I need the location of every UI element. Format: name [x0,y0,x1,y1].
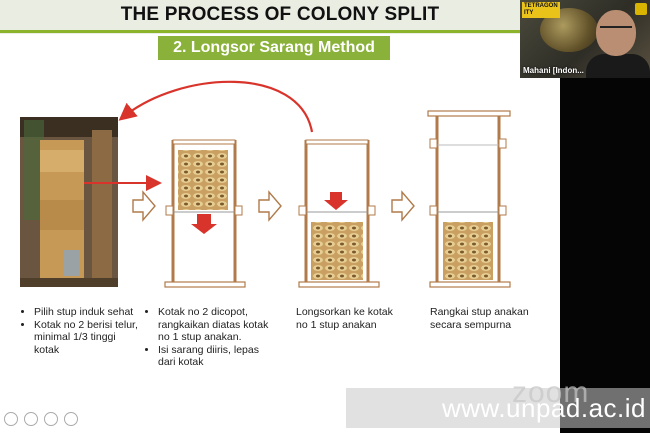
step3-hive-frame [298,139,380,288]
watermark: www.unpad.ac.id [346,388,650,428]
chevron-right-icon [258,190,282,222]
step2-hive-frame [164,139,246,288]
step1-caption: Pilih stup induk sehat Kotak no 2 berisi… [22,306,142,356]
share-icon[interactable] [24,412,38,426]
down-arrow-icon [191,214,217,234]
colony-split-diagram [20,80,511,288]
speaker-avatar [596,10,636,56]
speaker-body [586,54,650,78]
list-item: Kotak no 2 dicopot, rangkaikan diatas ko… [158,306,276,344]
brand-logo-icon [635,3,647,15]
step2-caption: Kotak no 2 dicopot, rangkaikan diatas ko… [146,306,276,369]
chevron-right-icon [132,190,156,222]
step4-caption: Rangkai stup anakan secara sempurna [430,306,529,331]
speaker-glasses [600,26,632,34]
list-item: Kotak no 2 berisi telur, minimal 1/3 tin… [34,319,142,357]
list-item: Pilih stup induk sehat [34,306,142,319]
method-label: 2. Longsor Sarang Method [158,36,390,60]
record-icon[interactable] [44,412,58,426]
step4-hive-frame [427,110,511,288]
step3-caption: Longsorkan ke kotak no 1 stup anakan [296,306,393,331]
title-bar [0,0,560,34]
hive-photo [20,117,118,287]
speaker-name: Mahani [Indon... [523,66,584,75]
title-underline [0,30,560,33]
slide-title: THE PROCESS OF COLONY SPLIT [120,4,440,25]
presentation-slide: THE PROCESS OF COLONY SPLIT 2. Longsor S… [0,0,560,433]
down-arrow-icon [324,192,348,210]
chevron-right-icon [391,190,415,222]
mic-icon[interactable] [4,412,18,426]
brand-tag: TETRAGON ITY [522,2,560,18]
curved-return-arrow [118,80,314,133]
chat-icon[interactable] [64,412,78,426]
webcam-video[interactable]: TETRAGON ITY Mahani [Indon... [520,0,650,78]
list-item: Isi sarang diiris, lepas dari kotak [158,344,276,369]
